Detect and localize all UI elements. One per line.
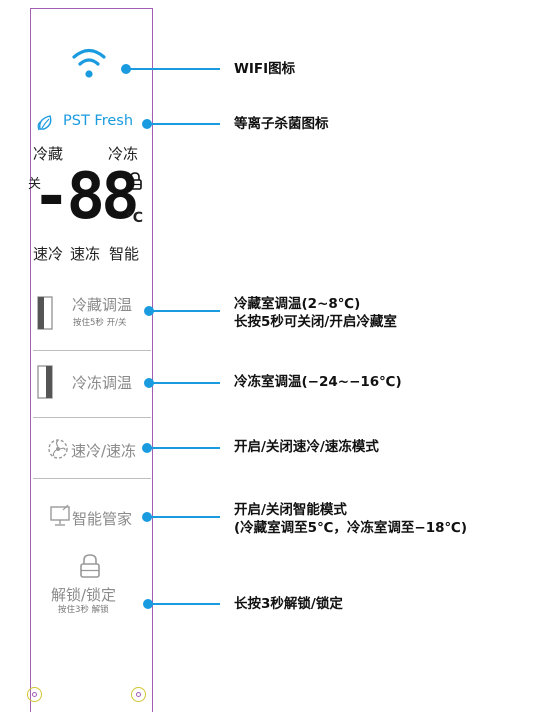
- celsius-unit: ℃: [126, 210, 143, 226]
- smart-butler-button[interactable]: 智能管家: [33, 500, 151, 536]
- fast-cool-label: 速冷: [33, 245, 64, 263]
- fridge-pointer-line: [151, 310, 220, 312]
- smart-pointer-dot: [142, 512, 152, 522]
- fridge-callout-line2: 长按5秒可关闭/开启冷藏室: [234, 314, 397, 330]
- smart-label: 智能: [109, 245, 140, 263]
- off-indicator: 关: [28, 177, 42, 192]
- lock-callout: 长按3秒解锁/锁定: [234, 596, 343, 612]
- wifi-callout: WIFI图标: [234, 61, 296, 77]
- smart-callout-line2: (冷藏室调至5℃，冷冻室调至−18℃): [234, 520, 468, 536]
- smart-pointer-line: [149, 516, 220, 518]
- lock-label: 解锁/锁定: [51, 586, 117, 604]
- fridge-pointer-dot: [144, 306, 154, 316]
- fridge-icon: [37, 296, 53, 330]
- smart-butler-label: 智能管家: [72, 510, 133, 528]
- divider: [33, 417, 151, 418]
- smart-home-icon: [50, 504, 70, 526]
- fan-icon: [48, 439, 68, 459]
- fridge-label: 冷藏: [33, 145, 64, 163]
- plasma-pointer-dot: [142, 119, 152, 129]
- lock-hint: 按住3秒 解锁: [58, 605, 109, 615]
- plasma-pointer-line: [149, 123, 220, 125]
- freezer-label: 冷冻: [108, 145, 139, 163]
- fast-pointer-dot: [142, 443, 152, 453]
- fast-freeze-label: 速冻: [70, 245, 101, 263]
- smart-callout-line1: 开启/关闭智能模式: [234, 502, 347, 518]
- pst-fresh-label: PST Fresh: [63, 113, 134, 129]
- freezer-callout: 冷冻室调温(−24~−16℃): [234, 374, 402, 390]
- leaf-icon: [37, 115, 52, 131]
- lock-pointer-line: [150, 603, 220, 605]
- fast-pointer-line: [149, 447, 220, 449]
- freezer-pointer-line: [151, 382, 220, 384]
- divider: [33, 350, 151, 351]
- freezer-temp-button[interactable]: 冷冻调温: [33, 362, 151, 404]
- freezer-pointer-dot: [144, 378, 154, 388]
- fast-mode-button[interactable]: 速冷/速冻: [33, 432, 151, 464]
- plasma-callout: 等离子杀菌图标: [234, 116, 329, 132]
- fast-mode-label: 速冷/速冻: [71, 442, 137, 460]
- lock-pointer-dot: [143, 599, 153, 609]
- control-panel: [30, 8, 153, 712]
- fridge-temp-label: 冷藏调温: [72, 296, 133, 314]
- wifi-pointer-line: [128, 68, 220, 70]
- fridge-callout-line1: 冷藏室调温(2~8℃): [234, 296, 361, 312]
- divider: [33, 478, 151, 479]
- mounting-hole-right: [131, 687, 146, 702]
- padlock-icon: [80, 554, 100, 578]
- freezer-temp-label: 冷冻调温: [72, 374, 133, 392]
- freezer-icon: [37, 365, 53, 399]
- wifi-icon: [72, 48, 106, 78]
- temperature-display: -88: [32, 160, 140, 234]
- mounting-hole-left: [27, 687, 42, 702]
- fridge-temp-button[interactable]: 冷藏调温 按住5秒 开/关: [33, 290, 151, 340]
- wifi-pointer-dot: [121, 64, 131, 74]
- fridge-temp-hint: 按住5秒 开/关: [73, 318, 127, 328]
- fast-callout: 开启/关闭速冷/速冻模式: [234, 439, 379, 455]
- lock-indicator-icon: [128, 172, 142, 190]
- lock-button[interactable]: 解锁/锁定 按住3秒 解锁: [33, 550, 151, 625]
